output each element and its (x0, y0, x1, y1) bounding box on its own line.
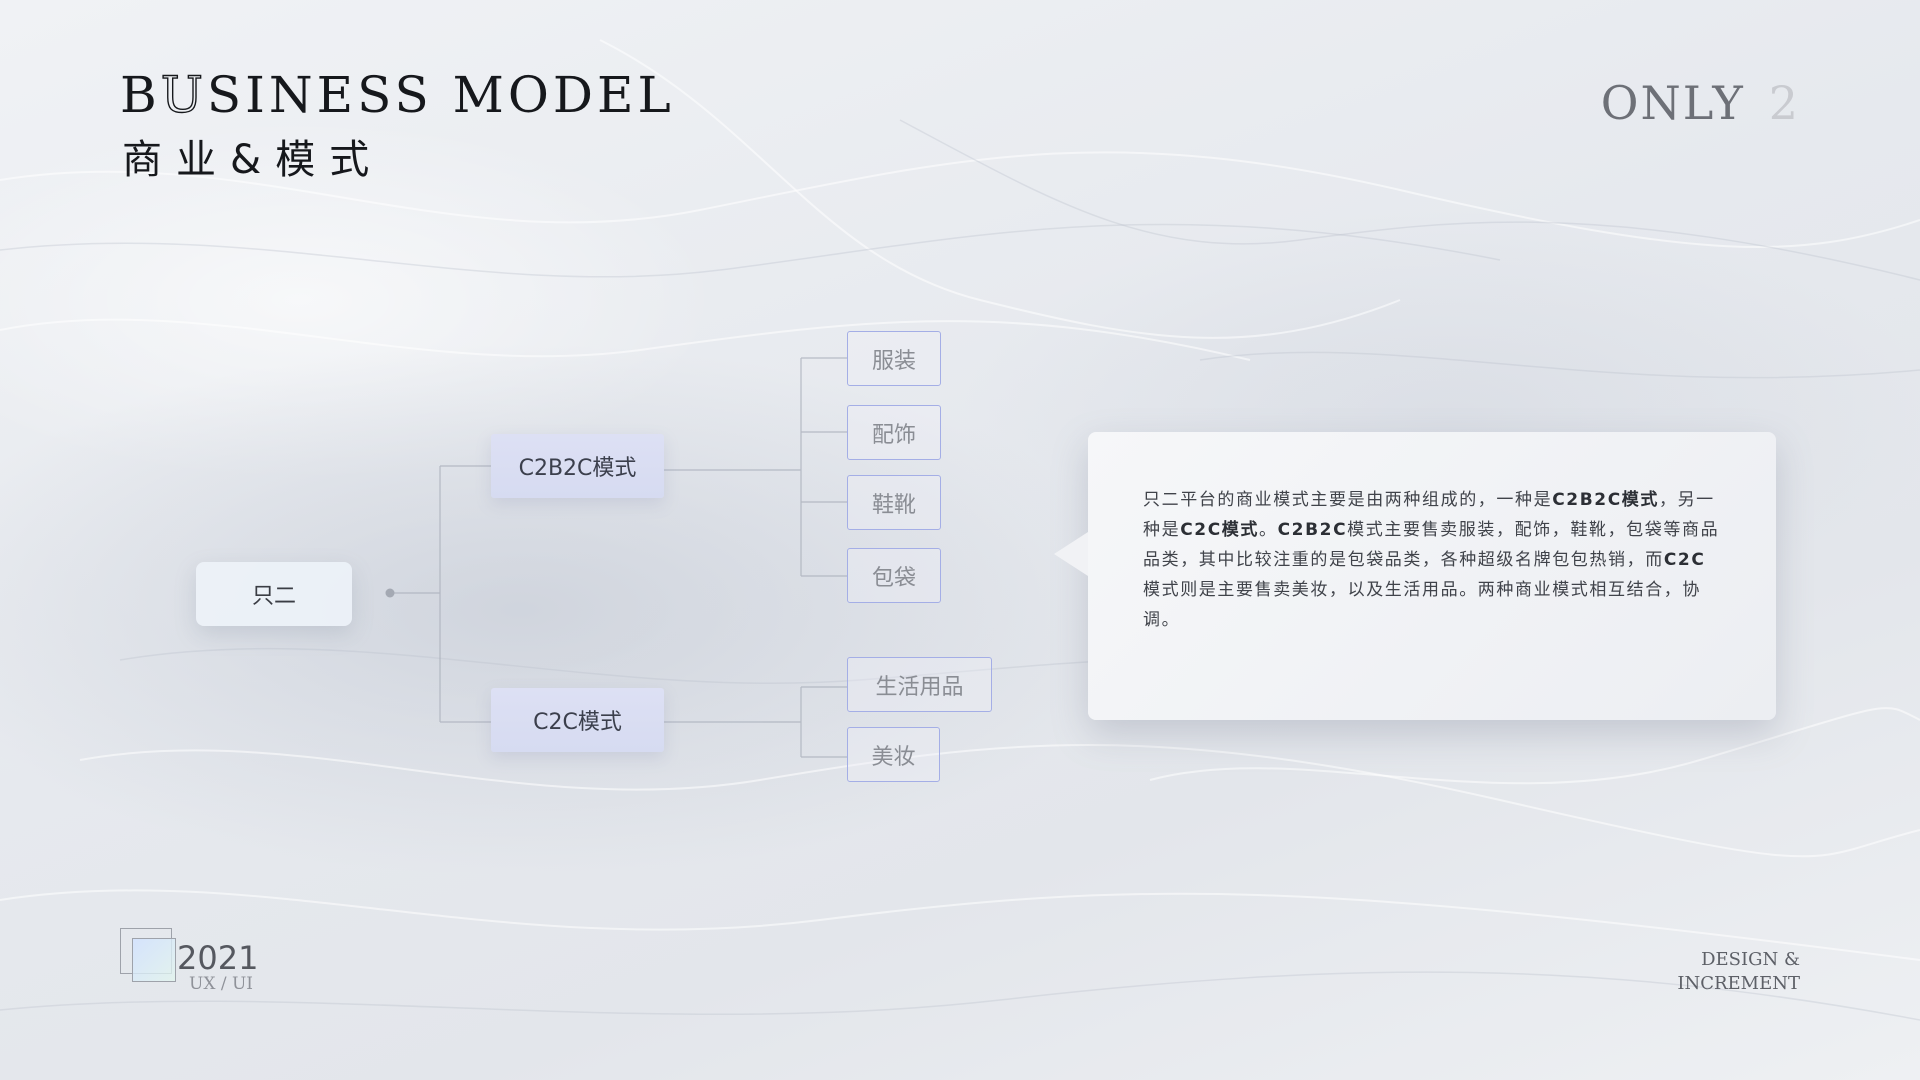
description-segment: 只二平台的商业模式主要是由两种组成的，一种是 (1143, 490, 1553, 510)
leaf-node-label: 包袋 (871, 565, 916, 591)
brand-number: 2 (1768, 76, 1800, 130)
description-text: 只二平台的商业模式主要是由两种组成的，一种是C2B2C模式，另一种是C2C模式。… (1143, 485, 1722, 635)
mode-node-c2c: C2C模式 (491, 688, 664, 752)
leaf-node-daily-goods: 生活用品 (847, 657, 992, 712)
description-segment-bold: C2C模式 (1180, 520, 1259, 540)
title-first-letter: B (120, 66, 161, 124)
description-segment-bold: C2C (1663, 550, 1706, 570)
leaf-node-label: 服装 (871, 348, 916, 374)
leaf-node-label: 鞋靴 (871, 492, 916, 518)
description-segment: ，另一种是 (1143, 490, 1715, 540)
root-node-label: 只二 (251, 584, 296, 609)
leaf-node-shoes: 鞋靴 (847, 475, 941, 530)
footer-tagline-line1: DESIGN & (1701, 949, 1800, 970)
leaf-node-cosmetics: 美妆 (847, 727, 940, 782)
year-number: 2021 (177, 939, 259, 977)
root-node: 只二 (196, 562, 352, 626)
footer-tagline: DESIGN & INCREMENT (1677, 948, 1800, 996)
title-rest: SINESS MODEL (206, 66, 675, 124)
description-segment: 模式主要售卖服装，配饰，鞋靴，包袋等商品品类，其中比较注重的是包袋品类，各种超级… (1143, 520, 1720, 570)
leaf-node-clothing: 服装 (847, 331, 941, 386)
page-title-en: BUSINESS MODEL (120, 69, 675, 120)
title-outline-letter: U (160, 66, 207, 124)
leaf-node-label: 配饰 (871, 422, 916, 448)
connector-root-dot (385, 588, 395, 598)
description-segment-bold: C2B2C模式 (1552, 490, 1659, 510)
page-title-cn: 商业&模式 (122, 137, 384, 183)
year-badge: 2021 UX / UI (120, 928, 258, 998)
leaf-node-label: 美妆 (871, 744, 916, 770)
mode-node-c2b2c: C2B2C模式 (491, 434, 664, 498)
footer-tagline-line2: INCREMENT (1677, 973, 1800, 994)
description-callout: 只二平台的商业模式主要是由两种组成的，一种是C2B2C模式，另一种是C2C模式。… (1054, 432, 1776, 720)
leaf-node-accessories: 配饰 (847, 405, 941, 460)
description-segment-bold: C2B2C (1277, 520, 1348, 540)
year-subtitle: UX / UI (189, 974, 254, 994)
mode-node-label: C2C模式 (533, 710, 622, 735)
brand-name: ONLY (1600, 76, 1745, 130)
mode-node-label: C2B2C模式 (518, 456, 637, 481)
leaf-node-bags: 包袋 (847, 548, 941, 603)
leaf-node-label: 生活用品 (875, 674, 964, 700)
year-square-gradient-icon (132, 938, 176, 982)
description-segment: 模式则是主要售卖美妆，以及生活用品。两种商业模式相互结合，协调。 (1143, 580, 1701, 630)
description-segment: 。 (1258, 520, 1278, 540)
